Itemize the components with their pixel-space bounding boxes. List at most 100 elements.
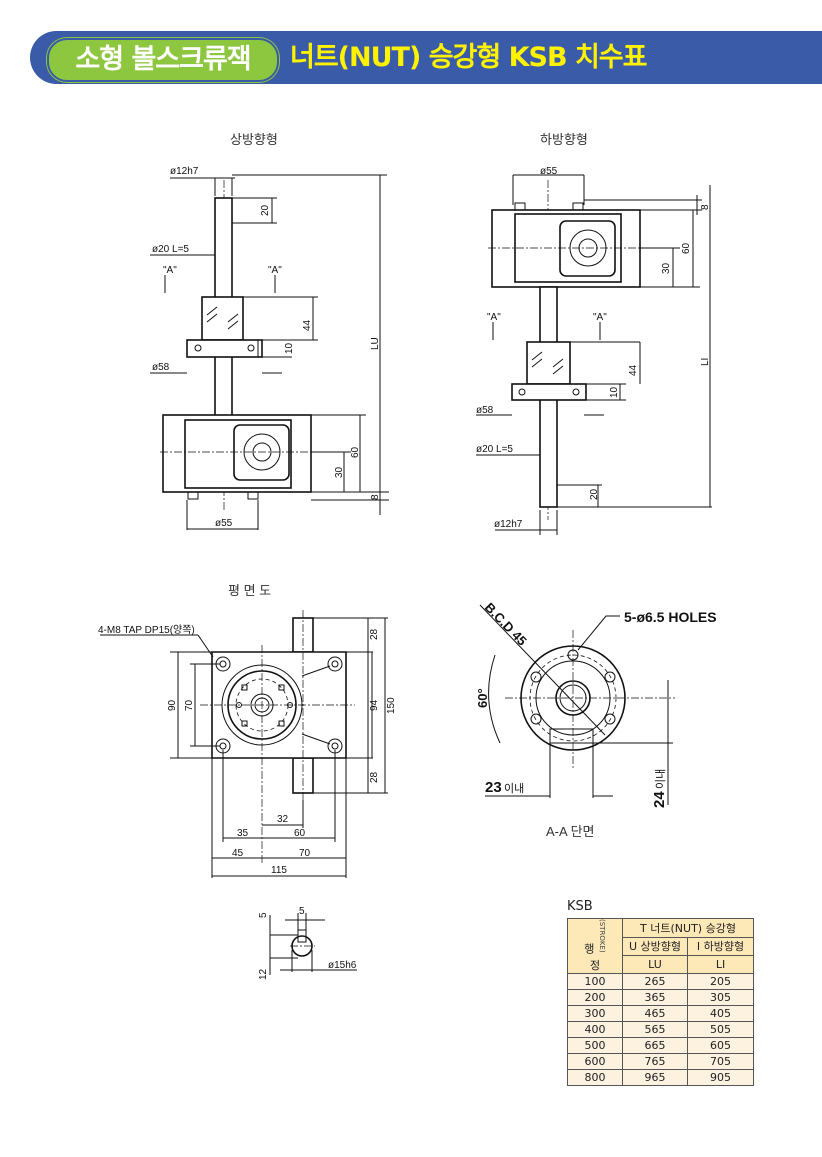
dim-label: ø12h7 xyxy=(170,166,199,177)
cell-li: 605 xyxy=(687,1036,754,1054)
dim-label: B.C.D 45 xyxy=(482,600,530,649)
cell-li: 905 xyxy=(687,1068,754,1086)
dim-label: 70 xyxy=(184,699,195,711)
stroke-label-bottom: 정 xyxy=(589,958,601,972)
cell-li: 305 xyxy=(687,988,754,1006)
section-title: A-A 단면 xyxy=(546,824,595,839)
page-title: 너트(NUT) 승강형 KSB 치수표 xyxy=(290,42,647,73)
cell-stroke: 400 xyxy=(567,1020,623,1038)
cell-stroke: 500 xyxy=(567,1036,623,1054)
dim-label: 4-M8 TAP DP15(양쪽) xyxy=(98,624,195,636)
dim-label: 30 xyxy=(661,262,672,274)
dim-label: 5-ø6.5 HOLES xyxy=(624,609,717,625)
dim-label: 10 xyxy=(284,342,295,354)
dim-label: 12 xyxy=(258,968,269,980)
cell-lu: 765 xyxy=(622,1052,688,1070)
dim-label: 20 xyxy=(589,488,600,500)
dim-label: 이내 xyxy=(504,782,524,795)
dim-label: ø55 xyxy=(540,166,558,177)
dim-label: 60 xyxy=(681,242,692,254)
keyway-drawing: 5 5 12 ø15h6 xyxy=(258,906,357,980)
category-label: 소형 볼스크류잭 xyxy=(75,44,251,75)
cell-li: 205 xyxy=(687,972,754,990)
dim-label: ø20 L=5 xyxy=(152,244,189,255)
downward-drawing: 하방향형 ø55 8 60 30 "A" "A" 44 10 LI ø xyxy=(476,132,712,535)
stroke-header: 행 (STROKE) 정 xyxy=(567,918,623,974)
cell-lu: 565 xyxy=(622,1020,688,1038)
dimension-table: 행 (STROKE) 정 T 너트(NUT) 승강형 U 상방향형 I 하방향형… xyxy=(567,918,754,1086)
upward-title: 상방향형 xyxy=(230,132,278,147)
downward-title: 하방향형 xyxy=(540,132,588,147)
dim-label: 45 xyxy=(232,848,244,859)
dim-label: LU xyxy=(370,337,381,350)
dim-label: 150 xyxy=(386,697,397,714)
dim-label: ø55 xyxy=(215,518,233,529)
cell-stroke: 300 xyxy=(567,1004,623,1022)
dim-label: 5 xyxy=(258,912,269,918)
cell-lu: 965 xyxy=(622,1068,688,1086)
cell-lu: 365 xyxy=(622,988,688,1006)
dim-label: 115 xyxy=(271,865,287,876)
cell-stroke: 600 xyxy=(567,1052,623,1070)
dim-label: ø20 L=5 xyxy=(476,444,513,455)
cell-li: 705 xyxy=(687,1052,754,1070)
cell-li: 405 xyxy=(687,1004,754,1022)
dim-label: 5 xyxy=(299,906,305,917)
dim-label: 35 xyxy=(237,828,249,839)
plan-title: 평 면 도 xyxy=(228,583,271,598)
dim-label: ø58 xyxy=(476,405,494,416)
dim-label: ø15h6 xyxy=(328,960,357,971)
dim-label: "A" xyxy=(268,265,282,276)
dim-label: 94 xyxy=(369,699,380,711)
dim-label: 8 xyxy=(700,204,711,210)
dim-label: 70 xyxy=(299,848,311,859)
col-i-header: I 하방향형 xyxy=(687,936,754,957)
li-header: LI xyxy=(687,955,754,974)
category-pill: 소형 볼스크류잭 xyxy=(47,38,279,82)
table-caption: KSB xyxy=(567,899,593,914)
dim-label: 24 xyxy=(651,791,668,808)
col-u-header: U 상방향형 xyxy=(622,936,688,957)
dim-label: 28 xyxy=(369,771,380,783)
dim-label: 30 xyxy=(334,466,345,478)
dim-label: "A" xyxy=(163,265,177,276)
cell-stroke: 100 xyxy=(567,972,623,990)
dim-label: ø12h7 xyxy=(494,519,523,530)
dim-label: 60° xyxy=(475,688,490,708)
dim-label: 20 xyxy=(260,204,271,216)
plan-view-drawing: 평 면 도 4-M8 TAP DP15(양쪽) 28 28 90 70 94 1… xyxy=(98,583,397,878)
dim-label: 60 xyxy=(294,828,306,839)
dim-label: ø58 xyxy=(152,362,170,373)
dim-label: 28 xyxy=(369,628,380,640)
dim-label: 32 xyxy=(277,814,289,825)
cell-lu: 265 xyxy=(622,972,688,990)
group-header: T 너트(NUT) 승강형 xyxy=(622,918,754,938)
cell-stroke: 200 xyxy=(567,988,623,1006)
upward-drawing: 상방향형 ø12h7 20 ø20 L=5 "A" "A" 44 10 ø58 xyxy=(150,132,389,530)
stroke-label-top: 행 xyxy=(584,942,595,956)
dim-label: 8 xyxy=(370,494,381,500)
dim-label: "A" xyxy=(593,312,607,323)
cell-lu: 665 xyxy=(622,1036,688,1054)
dim-label: 23 xyxy=(485,779,502,796)
dim-label: "A" xyxy=(487,312,501,323)
cell-li: 505 xyxy=(687,1020,754,1038)
dim-label: 90 xyxy=(167,699,178,711)
dim-label: 60 xyxy=(350,446,361,458)
cell-lu: 465 xyxy=(622,1004,688,1022)
dim-label: LI xyxy=(700,358,711,366)
dim-label: 44 xyxy=(302,319,313,331)
lu-header: LU xyxy=(622,955,688,974)
dim-label: 이내 xyxy=(654,769,667,789)
dim-label: 44 xyxy=(628,364,639,376)
section-drawing: B.C.D 45 5-ø6.5 HOLES 60° 23 이내 24 이내 A-… xyxy=(475,600,717,839)
